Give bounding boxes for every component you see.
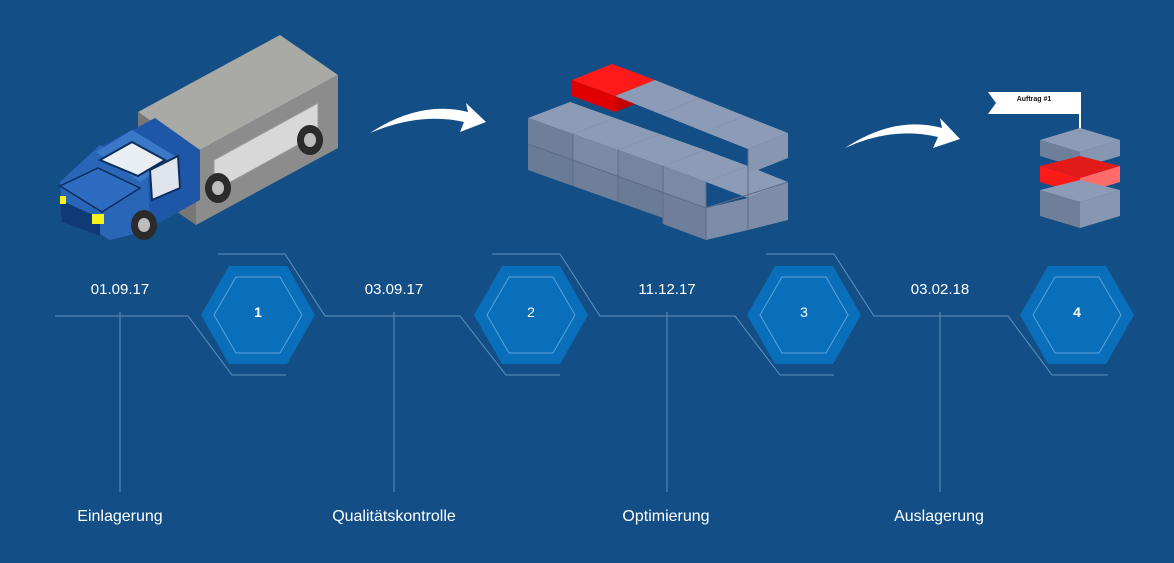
step-2-date: 03.09.17 xyxy=(364,281,424,298)
step-2-number: 2 xyxy=(527,304,535,320)
timeline-lines xyxy=(55,253,1108,492)
hexagon-4 xyxy=(1020,266,1134,364)
pallet-blocks-icon xyxy=(527,64,789,240)
step-1-number: 1 xyxy=(254,304,262,320)
step-3-date: 11.12.17 xyxy=(638,281,696,298)
flag-label: Auftrag #1 xyxy=(1016,96,1052,103)
step-1-date: 01.09.17 xyxy=(90,281,150,298)
step-4-date: 03.02.18 xyxy=(910,281,970,298)
hexagon-2 xyxy=(474,266,588,364)
step-1-label: Einlagerung xyxy=(77,508,163,525)
step-3-number: 3 xyxy=(800,304,808,320)
step-4-number: 4 xyxy=(1073,304,1081,320)
step-3-label: Optimierung xyxy=(622,508,710,525)
truck-icon xyxy=(58,35,338,240)
step-2-label: Qualitätskontrolle xyxy=(332,508,456,525)
block-stack-flag-icon xyxy=(988,92,1120,228)
arrow-icon-2 xyxy=(845,118,960,148)
arrow-icon-1 xyxy=(370,103,486,133)
hexagon-3 xyxy=(747,266,861,364)
step-4-label: Auslagerung xyxy=(894,508,984,525)
hexagon-1 xyxy=(201,266,315,364)
